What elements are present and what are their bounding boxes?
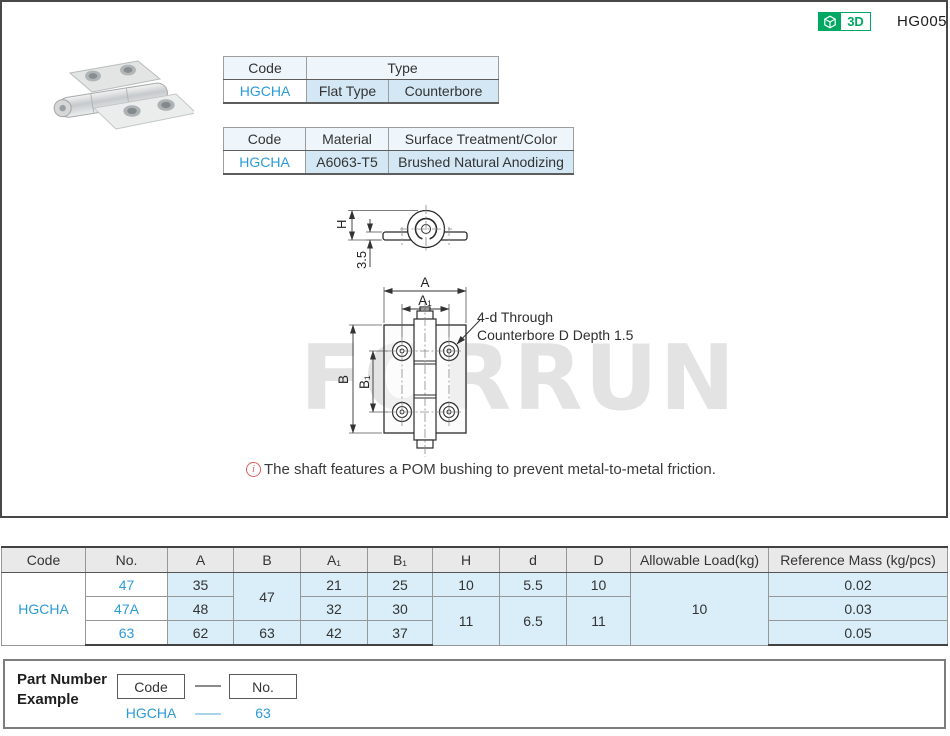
spec-header-dcap: D <box>566 546 631 573</box>
cube-3d-icon <box>819 13 841 30</box>
pn-example-no: 63 <box>255 705 271 721</box>
note: i The shaft features a POM bushing to pr… <box>246 461 716 478</box>
spec-header-a1: A₁ <box>300 546 368 573</box>
dim-label-b: B <box>336 375 351 384</box>
spec-header-row: Code No. A B A₁ B₁ H d D Allowable Load(… <box>1 546 948 573</box>
material-table-header-surface: Surface Treatment/Color <box>388 127 574 151</box>
spec-a1-1: 32 <box>300 596 368 621</box>
spec-header-no: No. <box>85 546 168 573</box>
material-table-header-code: Code <box>223 127 306 151</box>
pn-example-code: HGCHA <box>125 705 177 721</box>
dim-label-h: H <box>334 220 349 229</box>
spec-row-47: HGCHA 47 35 47 21 25 10 5.5 10 10 0.02 <box>1 572 948 646</box>
header-badge-row: 3D HG005 <box>818 12 947 31</box>
dim-label-a: A <box>420 275 429 290</box>
part-number-example-title: Part Number Example <box>17 671 108 708</box>
spec-dcap-row1: 10 <box>566 572 631 597</box>
spec-row-47a: 47A 48 32 30 11 6.5 11 0.03 <box>2 596 948 646</box>
spec-code-link[interactable]: HGCHA <box>1 572 86 646</box>
dim-label-thickness: 3.5 <box>354 251 369 269</box>
spec-no-47a[interactable]: 47A <box>85 596 168 621</box>
pn-dash <box>195 685 221 687</box>
callout-line1: 4-d Through <box>477 309 554 325</box>
spec-b-rows12: 47 <box>233 572 301 621</box>
badge-3d-label: 3D <box>847 14 864 29</box>
pn-no-box: No. <box>229 674 297 699</box>
part-number-example-box: Part Number Example Code No. HGCHA 63 <box>3 659 946 729</box>
material-table-code-link[interactable]: HGCHA <box>223 150 306 175</box>
material-table: Code Material Surface Treatment/Color HG… <box>223 127 574 175</box>
spec-h-rows23: 11 <box>432 596 500 646</box>
spec-a1-0: 21 <box>300 572 368 597</box>
spec-dcap-rows23: 11 <box>566 596 631 646</box>
spec-header-a: A <box>167 546 234 573</box>
pn-code-box: Code <box>117 674 185 699</box>
type-table-header-type: Type <box>306 56 499 80</box>
spec-table: Code No. A B A₁ B₁ H d D Allowable Load(… <box>1 546 948 646</box>
spec-a-2: 62 <box>167 620 234 646</box>
spec-no-47[interactable]: 47 <box>85 572 168 597</box>
spec-mass-0: 0.02 <box>768 572 948 597</box>
spec-header-mass: Reference Mass (kg/pcs) <box>768 546 948 573</box>
spec-header-h: H <box>432 546 500 573</box>
material-table-header-material: Material <box>305 127 389 151</box>
spec-a1-2: 42 <box>300 620 368 646</box>
type-table-header-code: Code <box>223 56 307 80</box>
spec-header-d: d <box>499 546 567 573</box>
spec-b1-0: 25 <box>367 572 433 597</box>
spec-row-63: 63 62 63 42 37 0.05 <box>2 620 948 646</box>
spec-a-0: 35 <box>167 572 234 597</box>
type-table-code-link[interactable]: HGCHA <box>223 79 307 104</box>
spec-mass-1: 0.03 <box>768 596 948 621</box>
view-3d-button[interactable]: 3D <box>818 12 871 31</box>
dim-label-a1: A₁ <box>418 293 432 308</box>
spec-h-row1: 10 <box>432 572 500 597</box>
spec-load: 10 <box>630 572 769 646</box>
page-code: HG005 <box>897 13 948 30</box>
type-table: Code Type HGCHA Flat Type Counterbore <box>223 56 499 104</box>
note-text: The shaft features a POM bushing to prev… <box>264 461 716 478</box>
spec-d-rows23: 6.5 <box>499 596 567 646</box>
spec-header-load: Allowable Load(kg) <box>630 546 769 573</box>
pn-dash-blue <box>195 713 221 715</box>
dim-label-b1: B₁ <box>357 375 372 389</box>
material-table-material: A6063-T5 <box>305 150 389 175</box>
spec-header-b1: B₁ <box>367 546 433 573</box>
spec-b1-2: 37 <box>367 620 433 646</box>
type-table-counterbore: Counterbore <box>388 79 499 104</box>
spec-header-code: Code <box>1 546 86 573</box>
material-table-surface: Brushed Natural Anodizing <box>388 150 574 175</box>
type-table-flat-type: Flat Type <box>306 79 389 104</box>
spec-header-b: B <box>233 546 301 573</box>
spec-b-row3: 63 <box>233 620 301 646</box>
spec-a-1: 48 <box>167 596 234 621</box>
spec-b1-1: 30 <box>367 596 433 621</box>
spec-no-63[interactable]: 63 <box>85 620 168 646</box>
callout-line2: Counterbore D Depth 1.5 <box>477 327 634 343</box>
product-image <box>53 60 194 130</box>
spec-mass-2: 0.05 <box>768 620 948 646</box>
technical-drawing: H 3.5 <box>334 205 481 457</box>
info-icon: i <box>246 462 261 477</box>
spec-d-row1: 5.5 <box>499 572 567 597</box>
